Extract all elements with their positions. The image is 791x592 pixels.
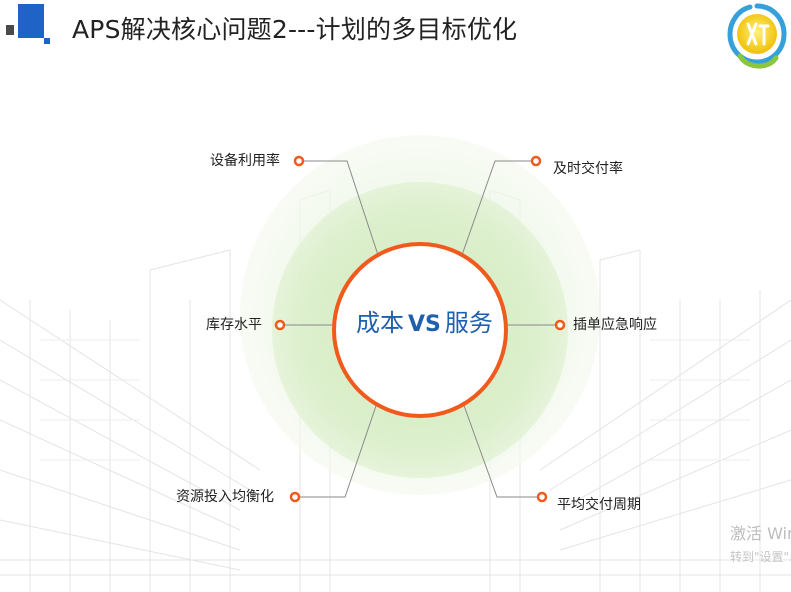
node-dot-inventory-level	[274, 319, 286, 331]
connector-equipment-utilization	[303, 160, 379, 256]
node-dot-rush-order-response	[554, 319, 566, 331]
node-dot-avg-delivery-cycle	[536, 491, 548, 503]
activation-watermark-title: 激活 Wir	[730, 524, 791, 543]
node-dot-resource-balance	[289, 491, 301, 503]
center-label-vs: VS	[408, 312, 441, 337]
connector-on-time-delivery	[461, 160, 532, 256]
connector-avg-delivery-cycle	[461, 399, 538, 498]
connector-resource-balance	[299, 399, 379, 498]
node-dot-equipment-utilization	[293, 155, 305, 167]
page-title: APS解决核心问题2---计划的多目标优化	[72, 15, 518, 44]
activation-watermark-hint: 转到"设置"以	[730, 550, 791, 564]
node-label-equipment-utilization: 设备利用率	[210, 153, 280, 169]
node-dot-on-time-delivery	[530, 155, 542, 167]
company-logo-icon	[727, 3, 787, 69]
center-circle	[332, 242, 508, 418]
corner-square-blue	[18, 4, 44, 38]
node-label-avg-delivery-cycle: 平均交付周期	[557, 497, 641, 513]
center-label-service: 服务	[444, 309, 493, 337]
corner-square-blue-small	[44, 38, 50, 44]
title-corner-mark	[4, 4, 54, 48]
corner-square-gray	[6, 25, 14, 35]
node-label-inventory-level: 库存水平	[206, 317, 262, 333]
node-label-resource-balance: 资源投入均衡化	[176, 489, 274, 505]
node-label-rush-order-response: 插单应急响应	[573, 317, 657, 333]
center-label-cost: 成本	[356, 309, 404, 337]
node-label-on-time-delivery: 及时交付率	[553, 161, 623, 177]
